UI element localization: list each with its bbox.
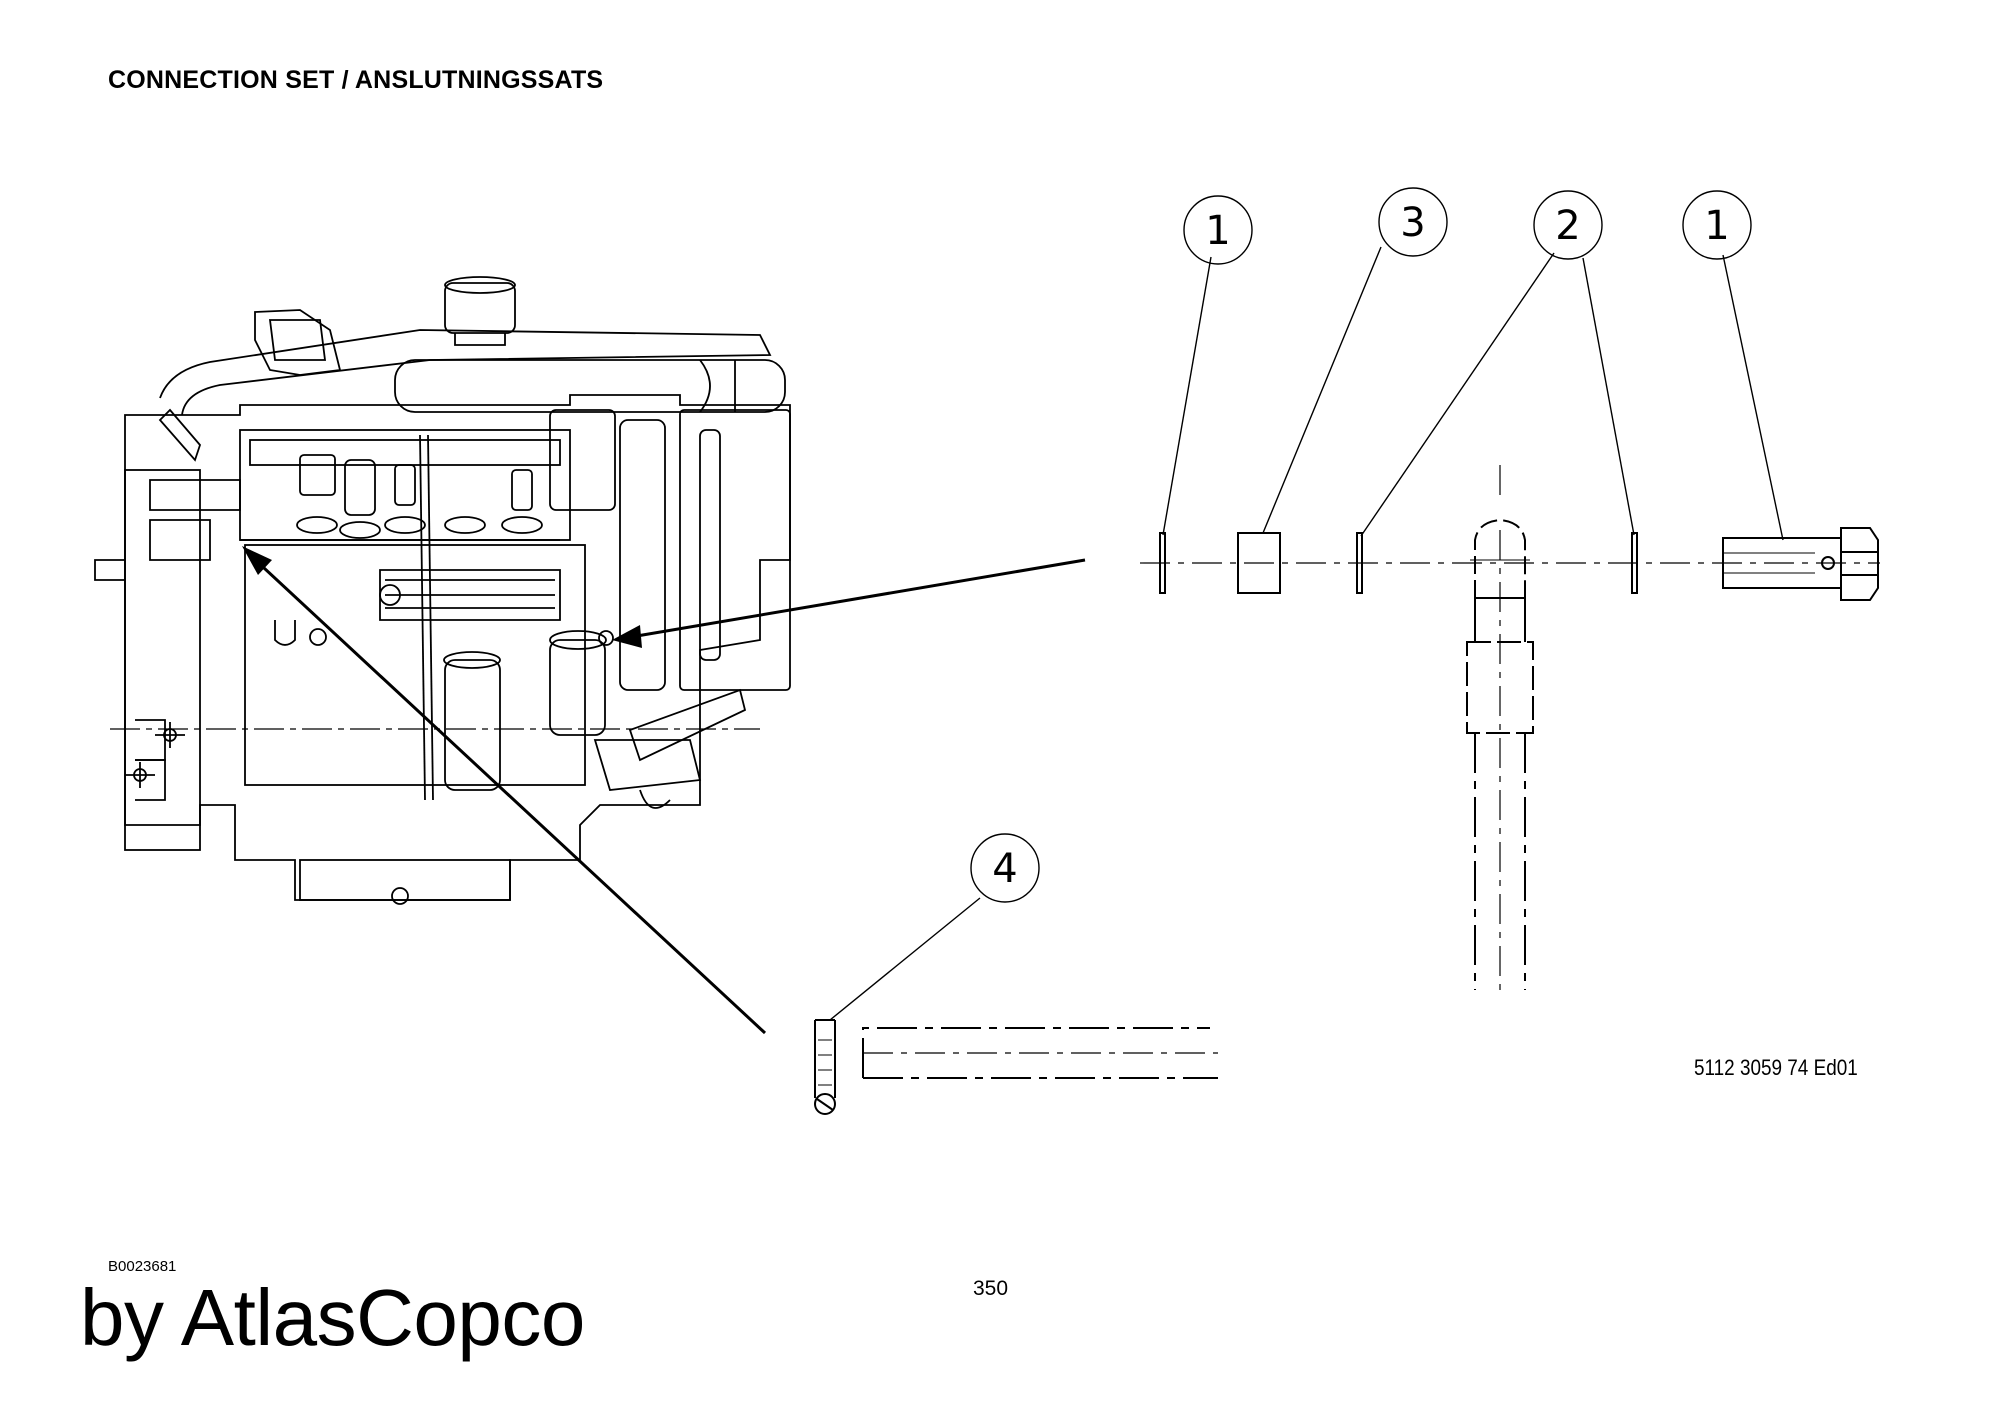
image-id: B0023681: [108, 1258, 177, 1275]
page-number: 350: [973, 1277, 1009, 1300]
callout-1-label: 1: [1704, 203, 1729, 249]
callout-1-bubble: [1682, 190, 1752, 260]
engine-illustration: [94, 276, 791, 905]
washer-middle: [1356, 532, 1363, 594]
leader-arrows: [248, 553, 1086, 1035]
callout-3-label: 3: [1400, 200, 1425, 246]
callout-3-bubble: [1378, 187, 1448, 257]
arrowhead-lower: [242, 546, 272, 575]
brand-text: by AtlasCopco: [80, 1273, 585, 1362]
spacer-sleeve: [1237, 532, 1281, 594]
callout-2a-label: 1: [1205, 208, 1230, 254]
callout-2b-bubble: [1533, 190, 1603, 260]
banjo-bolt: [1722, 527, 1879, 601]
callout-4-label: 4: [992, 846, 1017, 892]
washer-left: [1159, 532, 1166, 594]
document-code: 5112 3059 74 Ed01: [1694, 1055, 1858, 1080]
callout-4-bubble: [970, 833, 1040, 903]
washer-right: [1631, 532, 1638, 594]
banjo-hose: [1466, 465, 1534, 995]
callout-2a-bubble: [1183, 195, 1253, 265]
arrowhead-upper: [612, 625, 642, 648]
callout-2b-label: 2: [1555, 203, 1580, 249]
pipe-part: [814, 1019, 1218, 1115]
page-title: CONNECTION SET / ANSLUTNINGSSATS: [108, 66, 604, 94]
